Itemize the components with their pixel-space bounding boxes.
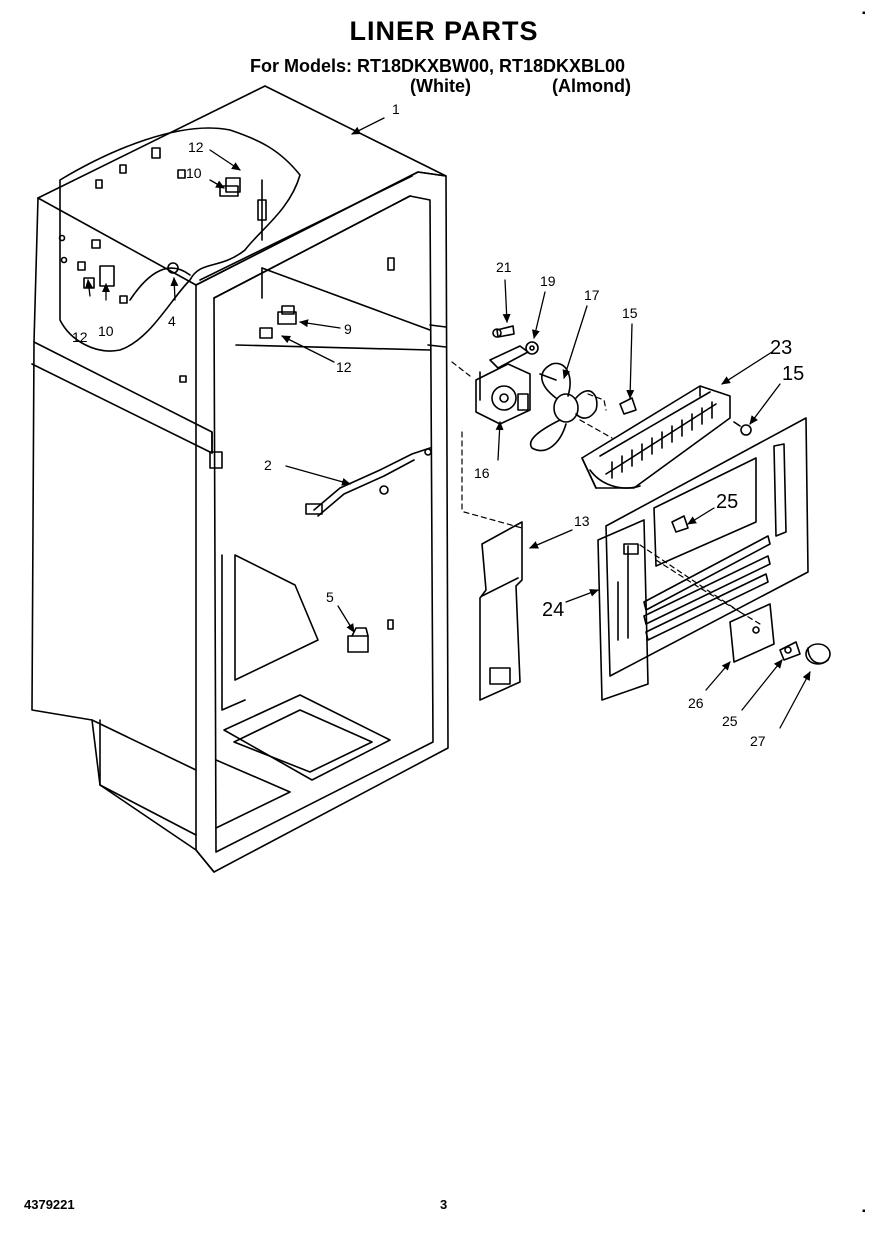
part-16-fan-motor <box>475 345 531 425</box>
part-21-screw <box>492 325 515 338</box>
callout-19: 19 <box>540 273 556 289</box>
callout-21: 21 <box>496 259 512 275</box>
callout-13: 13 <box>574 513 590 529</box>
callout-10-top: 10 <box>186 165 202 181</box>
page-number: 3 <box>440 1197 448 1212</box>
part-13-duct <box>461 431 523 701</box>
callout-26: 26 <box>688 695 704 711</box>
part-23-air-duct <box>581 385 731 489</box>
part-15-screw-b <box>733 421 752 436</box>
part-27-knob <box>805 643 831 665</box>
part-24-panel <box>597 519 649 701</box>
part-15-screw-a <box>619 397 637 415</box>
callout-labels: 1 12 10 12 10 4 9 12 2 5 21 19 17 15 23 … <box>72 101 804 749</box>
part-2-wiring-harness <box>305 447 432 517</box>
callout-24: 24 <box>542 599 564 621</box>
models-line: For Models: RT18DKXBW00, RT18DKXBL00 <box>250 56 626 76</box>
callout-4: 4 <box>168 313 176 329</box>
callout-17: 17 <box>584 287 600 303</box>
part-5-clip <box>347 627 369 653</box>
rear-cover-panel <box>605 417 809 677</box>
corner-mark-bottom-right: ▪ <box>862 1206 866 1217</box>
callout-12-left: 12 <box>72 329 88 345</box>
document-number: 4379221 <box>24 1197 75 1212</box>
part-9-bracket <box>277 305 297 325</box>
callout-10-left: 10 <box>98 323 114 339</box>
callout-25-b: 25 <box>722 713 738 729</box>
callout-1: 1 <box>392 101 400 117</box>
part-12-clip-inner <box>259 327 273 339</box>
callout-leaders <box>85 117 811 729</box>
callout-5: 5 <box>326 589 334 605</box>
callout-12-top: 12 <box>188 139 204 155</box>
variant-white: (White) <box>410 76 471 96</box>
callout-12-inner: 12 <box>336 359 352 375</box>
callout-15-b: 15 <box>782 363 804 385</box>
callout-27: 27 <box>750 733 766 749</box>
callout-23: 23 <box>770 337 792 359</box>
part-19-grommet <box>525 341 539 355</box>
callout-2: 2 <box>264 457 272 473</box>
page-title: LINER PARTS <box>349 16 539 46</box>
callout-25-a: 25 <box>716 491 738 513</box>
variant-almond: (Almond) <box>552 76 631 96</box>
part-25-screw-b <box>779 641 801 661</box>
callout-9: 9 <box>344 321 352 337</box>
alignment-lines <box>451 361 761 625</box>
part-10-12-clips-top <box>219 177 267 241</box>
callout-16: 16 <box>474 465 490 481</box>
part-4-fastener <box>167 262 179 274</box>
part-26-plate <box>729 603 775 663</box>
part-17-fan-blade <box>529 362 598 452</box>
corner-mark-top-right: ▪ <box>862 8 866 19</box>
callout-15-a: 15 <box>622 305 638 321</box>
liner-cabinet <box>31 85 449 873</box>
part-25-screw-a <box>671 515 689 533</box>
